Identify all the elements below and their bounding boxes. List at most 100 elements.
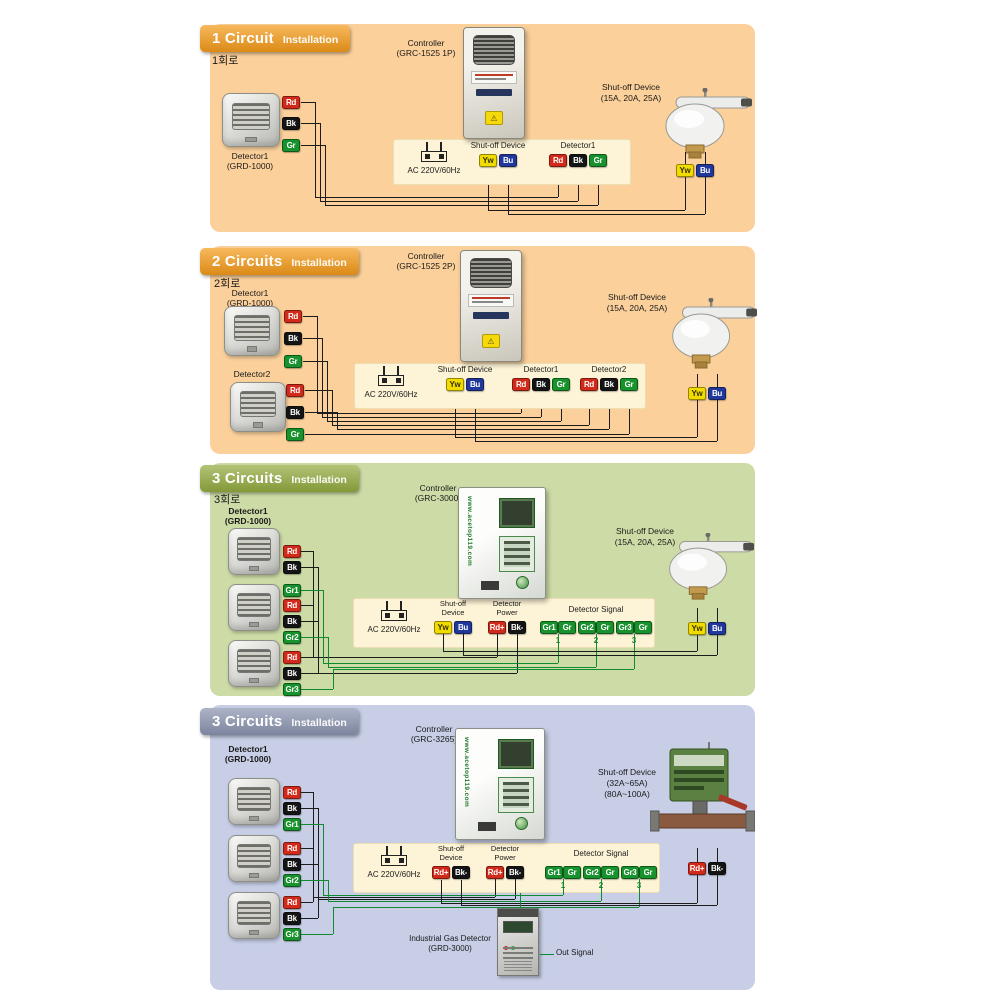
wire-line: [301, 621, 318, 623]
wire-line: [563, 879, 565, 895]
shutoff-label: (15A, 20A, 25A): [614, 537, 676, 547]
terminal-group-label: Detector1: [560, 141, 596, 150]
gas-detector-image: [228, 892, 280, 939]
wire-line: [461, 880, 463, 905]
terminal-chip-rd: Rd: [549, 154, 567, 167]
wire-line: [301, 605, 313, 607]
wire-line: [301, 848, 313, 850]
wire-line: [521, 409, 523, 413]
plug-prong: [386, 846, 388, 855]
terminal-chip-gr2: Gr2: [583, 866, 601, 879]
detector-mount-tab: [249, 621, 259, 627]
terminal-chip-gr: Gr: [589, 154, 607, 167]
wire-line: [301, 792, 313, 794]
wire-line: [318, 808, 320, 918]
shutoff-label: Shut-off Device: [598, 767, 656, 777]
controller-label-band: [471, 71, 517, 84]
wire-line: [697, 608, 699, 622]
plug-pin: [439, 154, 444, 159]
controller-label: (GRC-1525 1P): [396, 48, 456, 58]
terminal-chip-bu: Bu: [499, 154, 517, 167]
wire-line: [301, 102, 315, 104]
shutoff-label: (80A~100A): [604, 789, 650, 799]
detector-label: (GRD-1000): [224, 754, 272, 764]
wire-line: [332, 390, 334, 425]
detector-label: Detector2: [233, 369, 271, 379]
terminal-chip-bk: Bk: [283, 667, 301, 680]
wire-line: [455, 409, 457, 437]
gas-detector-image: [228, 640, 280, 687]
korean-circuit-label: 1회로: [212, 55, 239, 67]
controller-label: (GRC-3265): [410, 734, 458, 744]
wire-line: [463, 634, 465, 655]
detector-label: Detector1: [228, 744, 268, 754]
terminal-chip-bk: Bk: [286, 406, 304, 419]
terminal-chip-rd: Rd: [283, 896, 301, 909]
wire-line: [558, 634, 560, 663]
terminal-chip-gr: Gr: [596, 621, 614, 634]
terminal-chip-bk: Bk: [282, 117, 300, 130]
controller-module: [499, 498, 535, 528]
wire-line: [697, 400, 699, 437]
ac-plug-icon: [381, 601, 407, 621]
plug-prong: [440, 142, 442, 151]
badge-subtitle: Installation: [291, 473, 347, 486]
wire-line: [596, 634, 598, 667]
controller-label: (GRC-1525 2P): [396, 261, 456, 271]
shutoff-valve-flange-image: [649, 742, 756, 847]
terminal-chip-gr: Gr: [558, 621, 576, 634]
wire-line: [717, 374, 719, 387]
detector-mount-tab: [249, 872, 259, 878]
wire-line: [475, 441, 717, 443]
plug-body: [378, 375, 404, 386]
shutoff-label: Shut-off Device: [602, 82, 660, 92]
wire-line: [497, 634, 499, 657]
plug-prong: [383, 366, 385, 375]
terminal-group-label: Detector1: [523, 365, 559, 374]
controller-label: (GRC-3000): [414, 493, 462, 503]
terminal-chip-bk: Bk: [569, 154, 587, 167]
shutoff-valve-art: [672, 297, 758, 369]
ac-power-label: AC 220V/60Hz: [367, 625, 421, 634]
detector-mount-tab: [249, 677, 259, 683]
terminal-chip-bk: Bk: [283, 615, 301, 628]
terminal-chip-bk: Bk: [600, 378, 618, 391]
terminal-chip-rd: Rd: [286, 384, 304, 397]
gas-detector-image: [228, 528, 280, 575]
wire-line: [313, 657, 497, 659]
industrial-detector-label: (GRD-3000): [428, 944, 472, 953]
wire-line: [508, 214, 705, 216]
detector-grille: [233, 315, 271, 341]
wire-line: [717, 400, 719, 441]
shutoff-valve-image: [648, 87, 753, 160]
terminal-chip-bk: Bk-: [506, 866, 524, 879]
terminal-chip-rd: Rd+: [488, 621, 506, 634]
controller-side-text: www.acetop119.com: [466, 496, 473, 567]
badge-title: 3 Circuits: [212, 470, 283, 487]
shutoff-valve-image: [652, 532, 755, 601]
terminal-chip-bk: Bk: [283, 802, 301, 815]
wire-line: [685, 152, 687, 164]
controller-label: Controller: [415, 724, 453, 734]
shutoff-label: (15A, 20A, 25A): [600, 93, 662, 103]
wire-line: [697, 635, 699, 651]
wire-line: [305, 434, 629, 436]
detector-label: Detector1: [231, 288, 269, 298]
wire-line: [328, 901, 601, 903]
terminal-group-label: Device: [441, 608, 465, 617]
terminal-chip-rd: Rd+: [486, 866, 504, 879]
wire-line: [322, 338, 324, 417]
shutoff-valve-art: [665, 87, 752, 159]
wire-line: [315, 102, 317, 197]
controller-connector: [481, 581, 499, 590]
wire-line: [598, 185, 600, 205]
terminal-chip-bu: Bu: [708, 622, 726, 635]
detector-grille: [237, 592, 271, 617]
ac-power-label: AC 220V/60Hz: [407, 166, 461, 175]
wire-line: [327, 421, 561, 423]
plug-body: [381, 610, 407, 621]
terminal-group-label: Power: [494, 853, 516, 862]
terminal-chip-gr: Gr: [620, 378, 638, 391]
terminal-chip-gr1: Gr1: [283, 818, 301, 831]
